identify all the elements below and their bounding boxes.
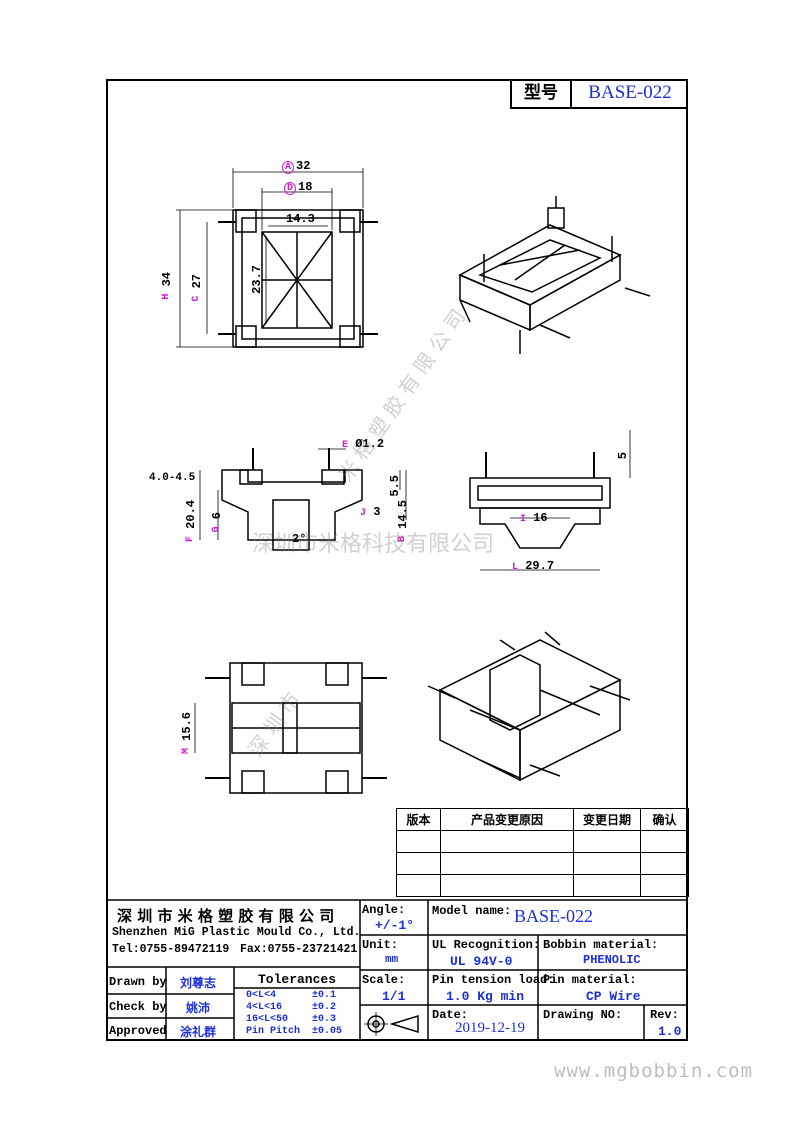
drawing-no-label: Drawing NO: — [543, 1008, 623, 1022]
pin-material-label: Pin material: — [543, 973, 637, 987]
circle-d: D — [284, 182, 297, 195]
dim-angle-label: 2° — [292, 532, 307, 546]
rev-label: Rev: — [650, 1008, 679, 1022]
circle-f: F — [185, 536, 196, 543]
model-name-value: BASE-022 — [514, 906, 594, 926]
dim-j-label: J 3 — [360, 505, 381, 519]
rev-col-date: 变更日期 — [573, 808, 641, 831]
dim-bottom-h-label: M 15.6 — [180, 712, 194, 755]
company-en: Shenzhen MiG Plastic Mould Co., Ltd. — [112, 926, 361, 939]
top-view — [176, 168, 378, 348]
dim-f-label: F 20.4 — [184, 500, 198, 543]
dim-inner-height-label: 23.7 — [250, 265, 264, 294]
dim-c-label: C 27 — [190, 274, 204, 302]
model-label: 型号 — [512, 79, 572, 107]
drawn-by-label: Drawn by — [109, 975, 167, 989]
company-tel: Tel:0755-89472119 — [112, 943, 230, 956]
table-row — [396, 874, 689, 897]
side-view — [469, 430, 631, 571]
list-item: 0<L<4±0.1 — [246, 990, 337, 1001]
table-row — [396, 830, 689, 853]
dim-h1-label: 5.5 — [388, 475, 402, 497]
pin-material-value: CP Wire — [586, 989, 641, 1004]
circle-h: H — [161, 293, 172, 300]
dim-i-label: I 16 — [520, 511, 548, 525]
revision-table: 版本 产品变更原因 变更日期 确认 — [396, 808, 689, 897]
date-value: 2019-12-19 — [455, 1020, 525, 1036]
dim-left-width-label: 4.0-4.5 — [149, 472, 196, 484]
company-fax: Fax:0755-23721421 — [240, 943, 358, 956]
dim-pin-diameter-label: E Ø1.2 — [342, 437, 385, 451]
tolerance-list: 0<L<4±0.1 4<L<16±0.2 16<L<50±0.3 Pin Pit… — [246, 990, 358, 1038]
circle-m: M — [181, 748, 192, 755]
dim-top-inner-label: 14.3 — [286, 212, 315, 226]
rev-col-version: 版本 — [396, 808, 441, 831]
check-by-value: 姚沛 — [186, 1001, 211, 1015]
circle-l: L — [512, 562, 519, 573]
dim-l-label: L 29.7 — [512, 559, 555, 573]
title-block-lines — [106, 899, 688, 1041]
model-header: 型号 BASE-022 — [510, 79, 688, 109]
circle-a: A — [282, 161, 295, 174]
list-item: 16<L<50±0.3 — [246, 1014, 337, 1025]
circle-e: E — [342, 440, 349, 451]
bobbin-value: PHENOLIC — [583, 953, 641, 967]
dim-depth-label: 5 — [616, 452, 630, 460]
circle-j: J — [360, 508, 367, 519]
front-view — [199, 448, 407, 551]
date-label: Date: — [432, 1008, 469, 1022]
angle-label: Angle: — [362, 903, 406, 917]
pin-tension-value: 1.0 Kg min — [446, 989, 525, 1004]
ul-value: UL 94V-0 — [450, 954, 513, 969]
iso-view-1 — [458, 196, 651, 354]
ul-label: UL Recognition: — [432, 938, 541, 952]
circle-i: I — [520, 514, 527, 525]
bobbin-label: Bobbin material: — [543, 938, 659, 952]
rev-value: 1.0 — [658, 1024, 682, 1039]
scale-label: Scale: — [362, 973, 406, 987]
footer-url[interactable]: www.mgbobbin.com — [554, 1060, 754, 1082]
iso-view-2 — [427, 631, 631, 782]
rev-col-reason: 产品变更原因 — [440, 808, 574, 831]
list-item: Pin Pitch±0.05 — [246, 1026, 343, 1037]
model-name-label: Model name: — [432, 904, 512, 918]
drawn-by-value: 刘尊志 — [180, 976, 217, 990]
circle-c: C — [191, 295, 202, 302]
revision-header-row: 版本 产品变更原因 变更日期 确认 — [396, 808, 689, 831]
unit-value: mm — [385, 954, 399, 966]
company-cn: 深 圳 市 米 格 塑 胶 有 限 公 司 — [117, 907, 335, 925]
rev-col-confirm: 确认 — [640, 808, 689, 831]
circle-g: G — [211, 526, 222, 533]
list-item: 4<L<16±0.2 — [246, 1002, 337, 1013]
approved-label: Approved — [109, 1024, 167, 1038]
watermark-company: 深圳市米格科技有限公司 — [252, 532, 495, 557]
unit-label: Unit: — [362, 938, 399, 952]
tolerances-label: Tolerances — [258, 972, 337, 987]
dim-g-label: G 6 — [210, 512, 224, 533]
pin-tension-label: Pin tension load: — [432, 973, 555, 987]
bottom-view — [194, 662, 387, 794]
approved-value: 涂礼群 — [180, 1025, 217, 1039]
drawing-sheet — [106, 79, 688, 1041]
dim-h-label: H 34 — [160, 272, 174, 300]
table-row — [396, 852, 689, 875]
check-by-label: Check by — [109, 1000, 167, 1014]
scale-value: 1/1 — [382, 989, 406, 1004]
angle-value: +/-1° — [375, 918, 415, 933]
model-value: BASE-022 — [588, 82, 672, 103]
